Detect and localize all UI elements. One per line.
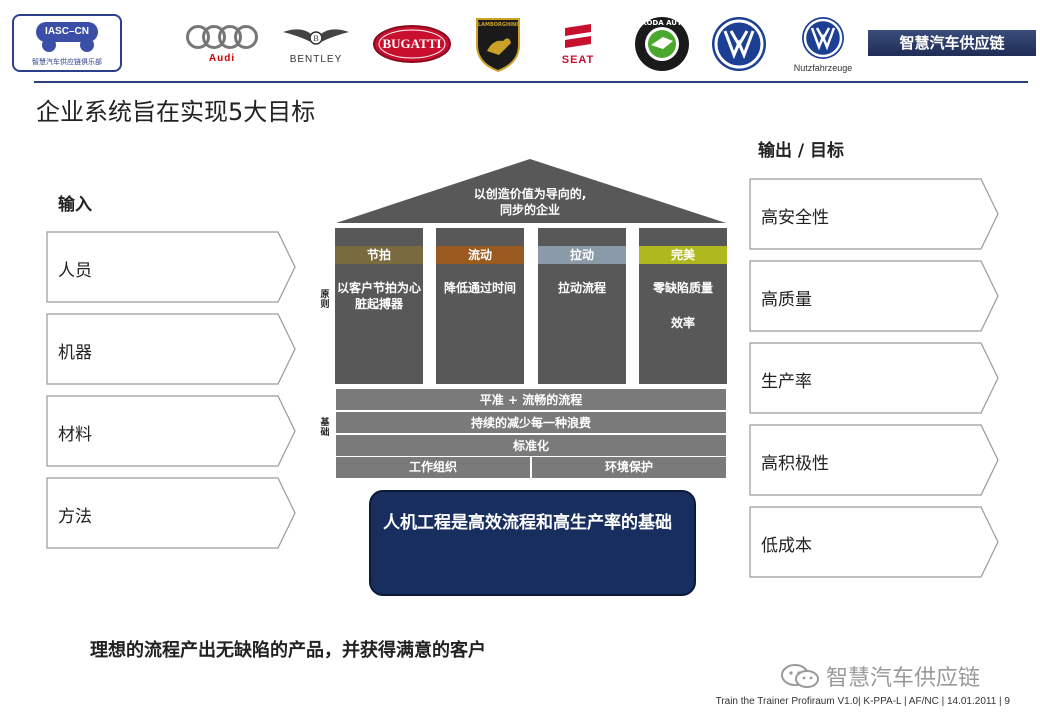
club-logo-abbr: IASC–CN: [36, 22, 98, 42]
foundation-cell: 工作组织: [336, 457, 530, 478]
pillar-head: 节拍: [335, 246, 423, 264]
seat-logo: SEAT: [546, 14, 610, 74]
principles-label: 原则: [320, 290, 330, 310]
output-box-safety: 高安全性: [749, 178, 999, 250]
lamborghini-shield-icon: [476, 18, 520, 73]
svg-text:B: B: [313, 34, 318, 43]
pillar-head: 拉动: [538, 246, 626, 264]
bentley-logo: B BENTLEY: [278, 14, 354, 74]
foundation-cell: 环境保护: [532, 457, 726, 478]
output-box-productivity: 生产率: [749, 342, 999, 414]
vw-roundel-icon: [712, 17, 766, 71]
skoda-logo: SKODA AUTO: [632, 14, 692, 74]
seat-s-icon: [565, 24, 591, 48]
foundation-row: 平准 + 流畅的流程: [336, 388, 726, 410]
header-divider: [34, 81, 1028, 83]
watermark: 智慧汽车供应链: [780, 660, 980, 692]
foundation-row: 标准化: [336, 434, 726, 456]
ergonomics-callout: 人机工程是高效流程和高生产率的基础: [369, 490, 696, 596]
pillar-body: 拉动流程: [557, 281, 606, 295]
pillar-extra: 效率: [670, 316, 695, 330]
output-box-quality: 高质量: [749, 260, 999, 332]
club-logo-subtitle: 智慧汽车供应链俱乐部: [32, 58, 102, 66]
input-box-methods: 方法: [46, 477, 296, 549]
input-box-people: 人员: [46, 231, 296, 303]
bugatti-logo: BUGATTI: [372, 14, 452, 74]
page-title: 企业系统旨在实现5大目标: [36, 98, 316, 126]
vw-nutzfahrzeuge-logo: Nutzfahrzeuge: [786, 14, 860, 74]
output-box-low-cost: 低成本: [749, 506, 999, 578]
roof-line: 以创造价值为导向的, 同步的企业: [473, 187, 587, 217]
pillar-perfection: 完美 零缺陷质量 效率: [639, 228, 727, 384]
summary-text: 理想的流程产出无缺陷的产品，并获得满意的客户: [90, 640, 486, 661]
input-box-machines: 机器: [46, 313, 296, 385]
foundation-row: 持续的减少每一种浪费: [336, 411, 726, 433]
output-box-motivation: 高积极性: [749, 424, 999, 496]
pillar-body: 以客户节拍为心脏起搏器: [337, 281, 422, 311]
pillar-flow: 流动 降低通过时间: [436, 228, 524, 384]
club-logo: IASC–CN 智慧汽车供应链俱乐部: [12, 14, 122, 72]
pillar-pull: 拉动 拉动流程: [538, 228, 626, 384]
inputs-heading: 输入: [58, 195, 92, 215]
audi-rings-icon: [186, 24, 258, 49]
pillar-head: 完美: [639, 246, 727, 264]
pillar-body: 零缺陷质量: [652, 281, 713, 295]
vw-nutzfahrzeuge-roundel-icon: [802, 17, 844, 59]
pillar-body: 降低通过时间: [443, 281, 516, 295]
input-box-materials: 材料: [46, 395, 296, 467]
footer-text: Train the Trainer Profiraum V1.0| K-PPA-…: [715, 696, 1010, 707]
audi-logo: Audi: [186, 14, 258, 74]
bugatti-oval-icon: [373, 25, 451, 63]
skoda-arrow-icon: [635, 17, 689, 71]
watermark-text: 智慧汽车供应链: [826, 666, 981, 691]
bentley-wings-icon: B: [283, 28, 349, 45]
wechat-icon: [780, 663, 820, 689]
pillar-head: 流动: [436, 246, 524, 264]
outputs-heading: 输出 / 目标: [758, 141, 845, 161]
house-roof-text: 以创造价值为导向的, 同步的企业: [440, 186, 620, 218]
pillar-takt: 节拍 以客户节拍为心脏起搏器: [335, 228, 423, 384]
foundation-label: 基础: [320, 418, 330, 438]
house-roof: [336, 159, 726, 223]
lamborghini-logo: LAMBORGHINI: [470, 14, 526, 74]
header-banner-title: 智慧汽车供应链: [868, 30, 1036, 56]
vw-logo: [708, 14, 770, 74]
